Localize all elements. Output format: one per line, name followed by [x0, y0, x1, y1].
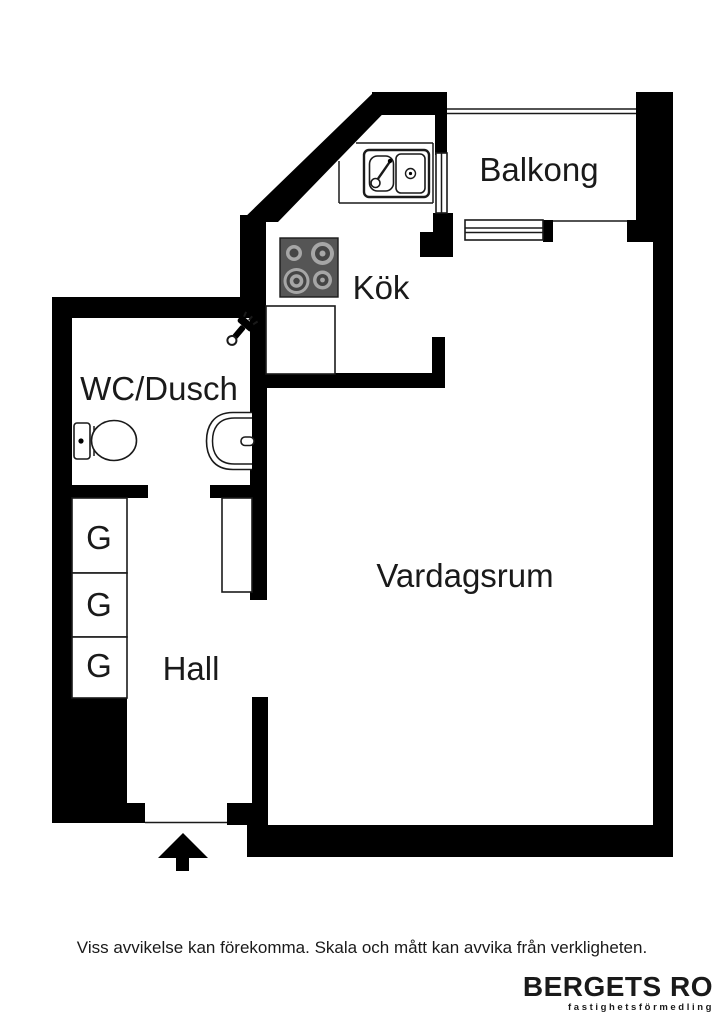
- hall-closet: [221, 497, 253, 593]
- wall-balcony-door-jamb-bottom: [420, 213, 453, 257]
- toilet-icon: [73, 419, 138, 462]
- washbasin-inner: [211, 417, 252, 465]
- shower-icon: [226, 311, 259, 346]
- entrance-arrow-icon: [158, 833, 208, 871]
- label-balkong: Balkong: [479, 151, 598, 188]
- wall-top: [372, 92, 447, 115]
- window-below-balcony: [464, 219, 544, 241]
- wall-hall-east-lower: [252, 697, 268, 825]
- wall-kitchen-south: [252, 373, 445, 388]
- wall-diagonal-kitchen: [240, 92, 404, 222]
- label-kok: Kök: [353, 269, 410, 306]
- wall-balcony-east: [636, 92, 673, 222]
- sink-faucet-lever: [376, 160, 391, 181]
- wall-wc-top: [52, 297, 266, 318]
- wardrobes: [71, 497, 253, 699]
- stove-burner-top-left: [286, 245, 302, 261]
- counter-lower: [265, 305, 336, 375]
- wall-bottom-vardagsrum: [247, 825, 673, 857]
- stove-icon: [279, 237, 339, 298]
- sink-drain-dot: [408, 171, 413, 176]
- sink-faucet-base: [370, 177, 381, 189]
- disclaimer-text: Viss avvikelse kan förekomma. Skala och …: [77, 938, 647, 957]
- wall-block-below-wardrobes: [72, 697, 127, 813]
- stove-burner-bottom-left: [283, 268, 310, 294]
- wall-west: [52, 297, 72, 823]
- kitchen-sink-icon: [362, 148, 431, 199]
- wall-wc-south-right: [210, 485, 252, 498]
- label-hall: Hall: [163, 650, 220, 687]
- wardrobe-3: [71, 636, 128, 699]
- wall-east: [653, 222, 673, 857]
- wall-hall-bottom: [52, 803, 145, 823]
- label-wardrobe-1: G: [86, 519, 112, 556]
- toilet-button: [78, 438, 84, 444]
- openings-and-lines: [145, 108, 636, 824]
- footer: Viss avvikelse kan förekomma. Skala och …: [77, 938, 714, 1013]
- stove-burner-bottom-right: [313, 270, 332, 290]
- label-wardrobe-3: G: [86, 647, 112, 684]
- kitchen-counters: [265, 142, 434, 375]
- wall-balcony-door-jamb-top: [435, 113, 447, 155]
- walls: [52, 92, 673, 857]
- room-labels: Balkong Kök WC/Dusch Vardagsrum Hall G G…: [80, 151, 598, 687]
- wall-wc-south-left: [72, 485, 148, 498]
- label-wardrobe-2: G: [86, 586, 112, 623]
- washbasin-outline: [205, 411, 252, 471]
- wardrobe-1: [71, 497, 128, 574]
- wall-hall-east-upper: [250, 318, 267, 600]
- stove-burner-top-right: [311, 242, 334, 265]
- brand-logo-subtitle: fastighetsförmedling: [568, 1002, 714, 1013]
- brand-logo: BERGETS RO: [523, 971, 713, 1002]
- wardrobe-2: [71, 572, 128, 638]
- wall-window-end-cap: [543, 220, 553, 242]
- washbasin-tap: [240, 436, 255, 447]
- wall-kitchen-south-stub: [432, 337, 445, 373]
- sink-faucet-knob: [387, 158, 393, 164]
- toilet-bowl: [90, 419, 138, 462]
- label-vardagsrum: Vardagsrum: [376, 557, 553, 594]
- label-wc-dusch: WC/Dusch: [80, 370, 238, 407]
- washbasin-icon: [205, 411, 255, 471]
